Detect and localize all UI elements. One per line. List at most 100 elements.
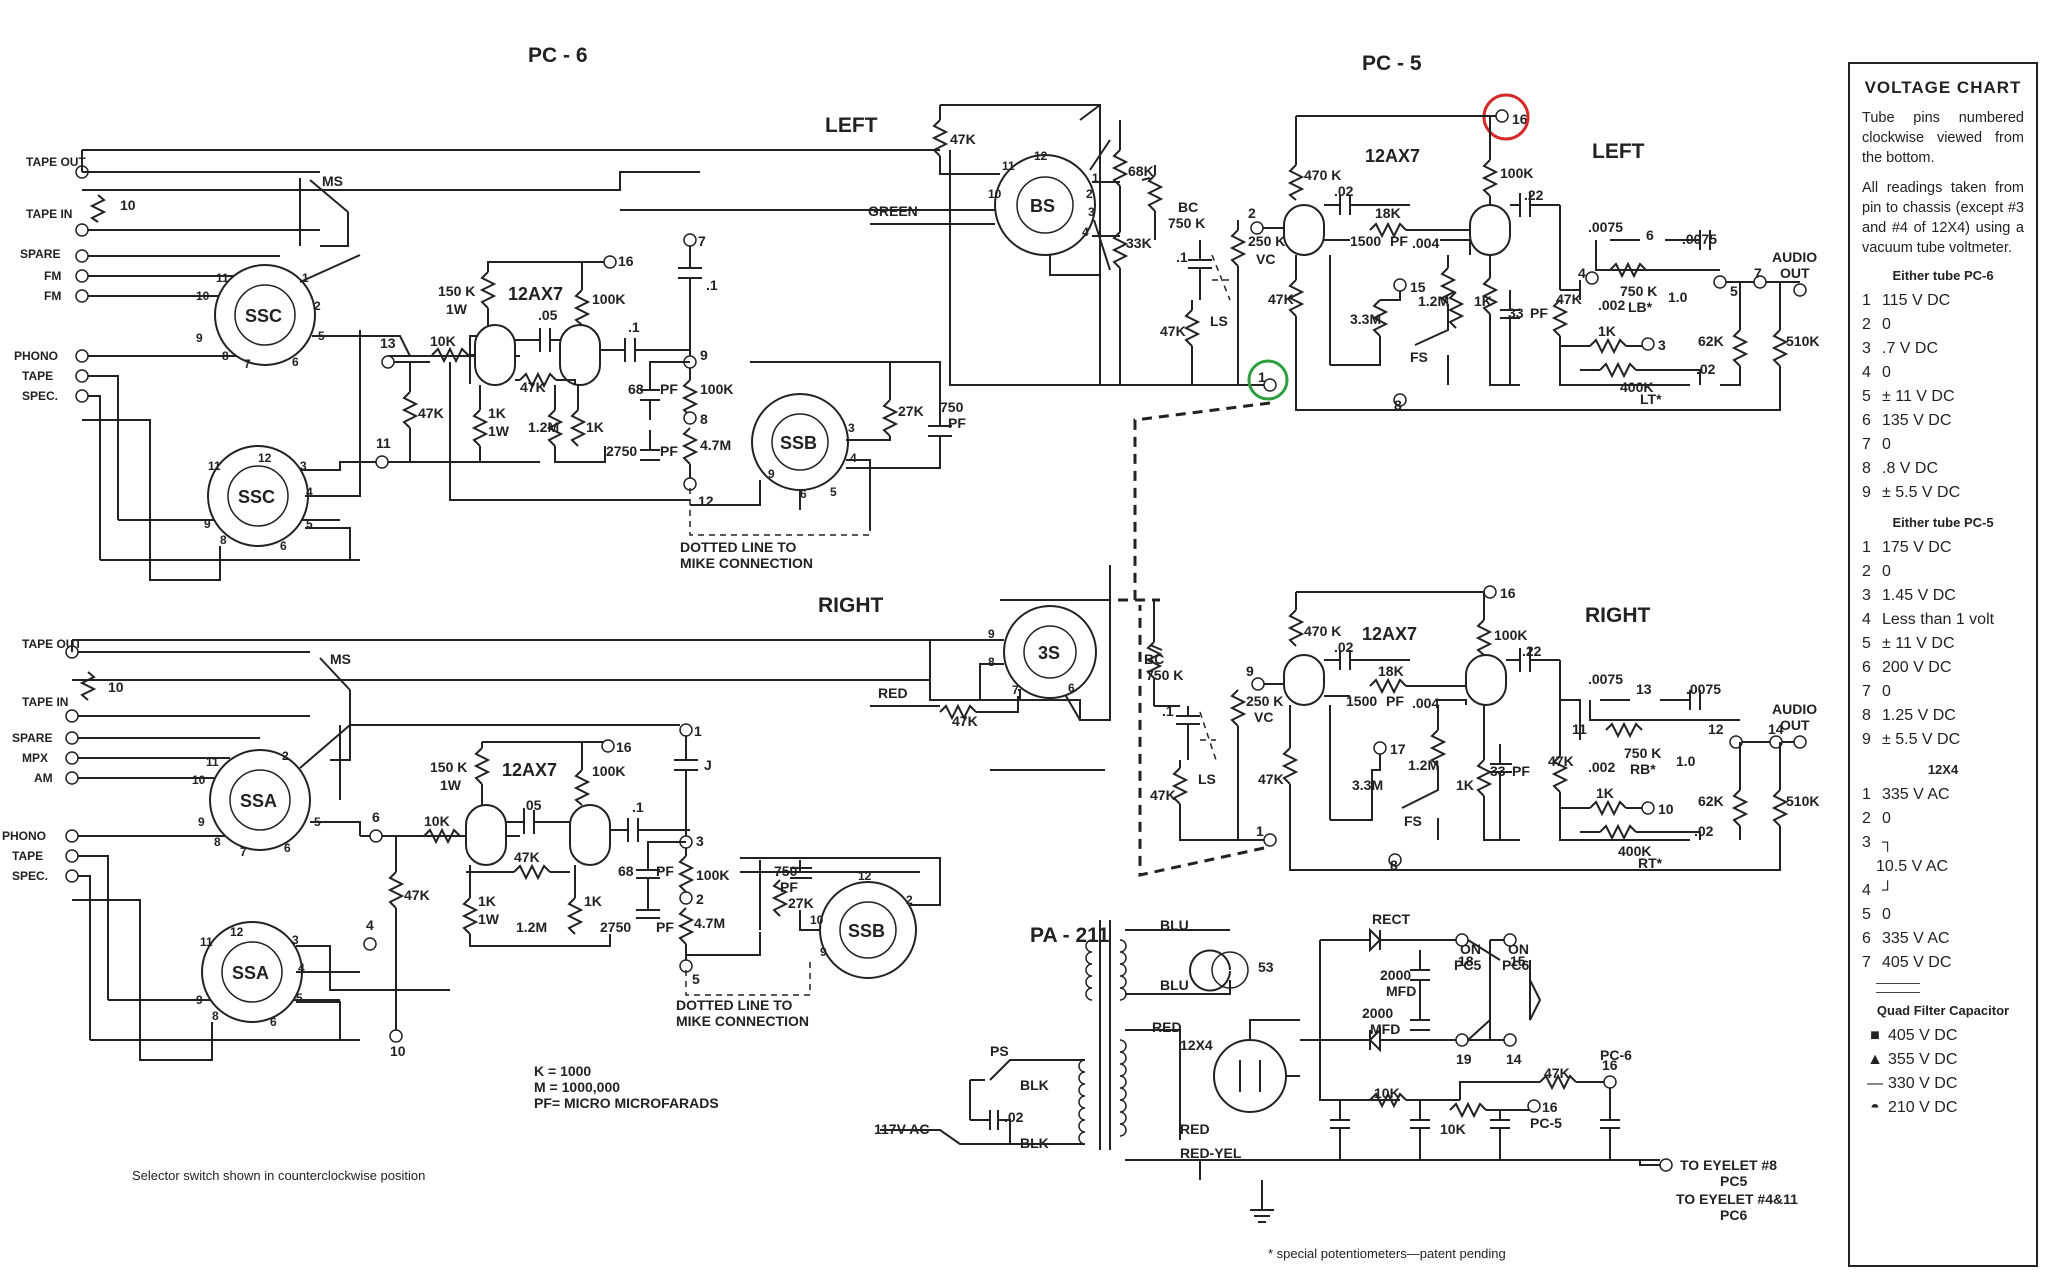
tube-12x4	[1213, 1039, 1287, 1113]
svg-text:RT*: RT*	[1638, 855, 1663, 871]
svg-text:LS: LS	[1210, 313, 1228, 329]
input-label: TAPE IN	[26, 207, 72, 221]
svg-text:33K: 33K	[1126, 235, 1152, 251]
svg-text:MFD: MFD	[1370, 1021, 1400, 1037]
tube-ssa-lower: SSA	[201, 921, 303, 1023]
svg-text:RED: RED	[1152, 1019, 1182, 1035]
svg-text:5: 5	[1730, 283, 1738, 299]
svg-text:1W: 1W	[478, 911, 500, 927]
separator	[1876, 983, 1920, 984]
svg-text:11: 11	[1002, 159, 1015, 173]
quad-row: ◓210 V DC	[1862, 1096, 2024, 1120]
svg-text:PF: PF	[1512, 763, 1530, 779]
svg-text:750 K: 750 K	[1620, 283, 1657, 299]
svg-text:16: 16	[1500, 585, 1516, 601]
svg-text:16: 16	[1512, 111, 1528, 127]
svg-text:18: 18	[1458, 953, 1474, 969]
svg-text:SSB: SSB	[780, 433, 817, 453]
input-label: FM	[44, 269, 61, 283]
svg-text:AUDIO: AUDIO	[1772, 701, 1817, 717]
mike-note-lower-1: DOTTED LINE TO	[676, 997, 793, 1013]
svg-text:PF: PF	[656, 863, 674, 879]
svg-text:47K: 47K	[404, 887, 430, 903]
input-label: PHONO	[14, 349, 58, 363]
svg-text:OUT: OUT	[1780, 265, 1810, 281]
svg-text:1: 1	[302, 271, 309, 285]
svg-text:750: 750	[940, 399, 964, 415]
svg-text:PF: PF	[656, 919, 674, 935]
svg-text:.05: .05	[522, 797, 542, 813]
right-channel-label: RIGHT	[818, 594, 884, 617]
svg-text:J: J	[704, 757, 712, 773]
svg-text:10: 10	[390, 1043, 406, 1059]
svg-text:OUT: OUT	[1780, 717, 1810, 733]
key-k: K = 1000	[534, 1063, 591, 1079]
svg-text:9: 9	[988, 627, 995, 641]
input-label: AM	[34, 771, 53, 785]
svg-text:SSB: SSB	[848, 921, 885, 941]
svg-text:.1: .1	[1176, 249, 1188, 265]
svg-text:PS: PS	[990, 1043, 1009, 1059]
svg-text:3: 3	[1658, 337, 1666, 353]
tube-12ax7-pc5-left: 12AX7	[1365, 146, 1420, 166]
svg-text:3: 3	[292, 933, 299, 947]
pc6-row: 9± 5.5 V DC	[1862, 484, 1961, 501]
svg-text:.02: .02	[1004, 1109, 1024, 1125]
quad-filter-heading: Quad Filter Capacitor	[1876, 1003, 2010, 1018]
svg-text:100K: 100K	[1500, 165, 1533, 181]
svg-text:12: 12	[1708, 721, 1724, 737]
svg-text:400K: 400K	[1620, 379, 1653, 395]
input-label: MPX	[22, 751, 48, 765]
pa211-title: PA - 211	[1030, 924, 1110, 947]
svg-text:11: 11	[200, 935, 213, 949]
12x4-row: 4┘	[1862, 882, 1894, 899]
svg-text:47K: 47K	[1548, 753, 1574, 769]
tube-12ax7-pc6-left: 12AX7	[508, 284, 563, 304]
mike-note-lower-2: MIKE CONNECTION	[676, 1013, 809, 1029]
input-label: TAPE	[12, 849, 43, 863]
svg-text:9: 9	[820, 945, 827, 959]
svg-text:7: 7	[240, 845, 247, 859]
svg-text:68: 68	[618, 863, 634, 879]
svg-text:1W: 1W	[446, 301, 468, 317]
node-1-left	[1263, 378, 1277, 392]
svg-text:11: 11	[208, 459, 221, 473]
svg-text:PF: PF	[1530, 305, 1548, 321]
svg-text:PC5: PC5	[1454, 957, 1481, 973]
svg-text:.1: .1	[1162, 703, 1174, 719]
quad-row: ▲355 V DC	[1862, 1048, 2024, 1072]
svg-text:750 K: 750 K	[1624, 745, 1661, 761]
svg-text:16: 16	[1542, 1099, 1558, 1115]
voltage-chart-title: VOLTAGE CHART	[1864, 78, 2022, 97]
svg-text:.22: .22	[1522, 643, 1542, 659]
svg-text:1.2M: 1.2M	[1408, 757, 1439, 773]
svg-text:53: 53	[1258, 959, 1274, 975]
12x4-row: 3┐	[1862, 834, 1894, 851]
svg-text:.1: .1	[706, 277, 718, 293]
voltage-chart-note-2: All readings taken from pin to chassis (…	[1862, 180, 2024, 256]
svg-text:18K: 18K	[1375, 205, 1401, 221]
input-label: TAPE	[22, 369, 53, 383]
svg-text:SSA: SSA	[240, 791, 277, 811]
svg-text:.05: .05	[538, 307, 558, 323]
svg-text:12: 12	[698, 493, 714, 509]
svg-text:1500: 1500	[1350, 233, 1381, 249]
svg-text:13: 13	[380, 335, 396, 351]
svg-text:6: 6	[270, 1015, 277, 1029]
svg-text:VC: VC	[1254, 709, 1273, 725]
triangle-icon: ▲	[1867, 1051, 1883, 1068]
node-1-right	[1263, 833, 1277, 847]
svg-text:10K: 10K	[430, 333, 456, 349]
svg-text:.002: .002	[1588, 759, 1615, 775]
svg-text:10K: 10K	[424, 813, 450, 829]
svg-text:16: 16	[616, 739, 632, 755]
input-label: PHONO	[2, 829, 46, 843]
svg-text:.22: .22	[1524, 187, 1544, 203]
svg-text:11: 11	[206, 755, 219, 769]
tube-12ax7-pc5-right-envelope	[1283, 654, 1507, 706]
svg-text:3: 3	[696, 833, 704, 849]
